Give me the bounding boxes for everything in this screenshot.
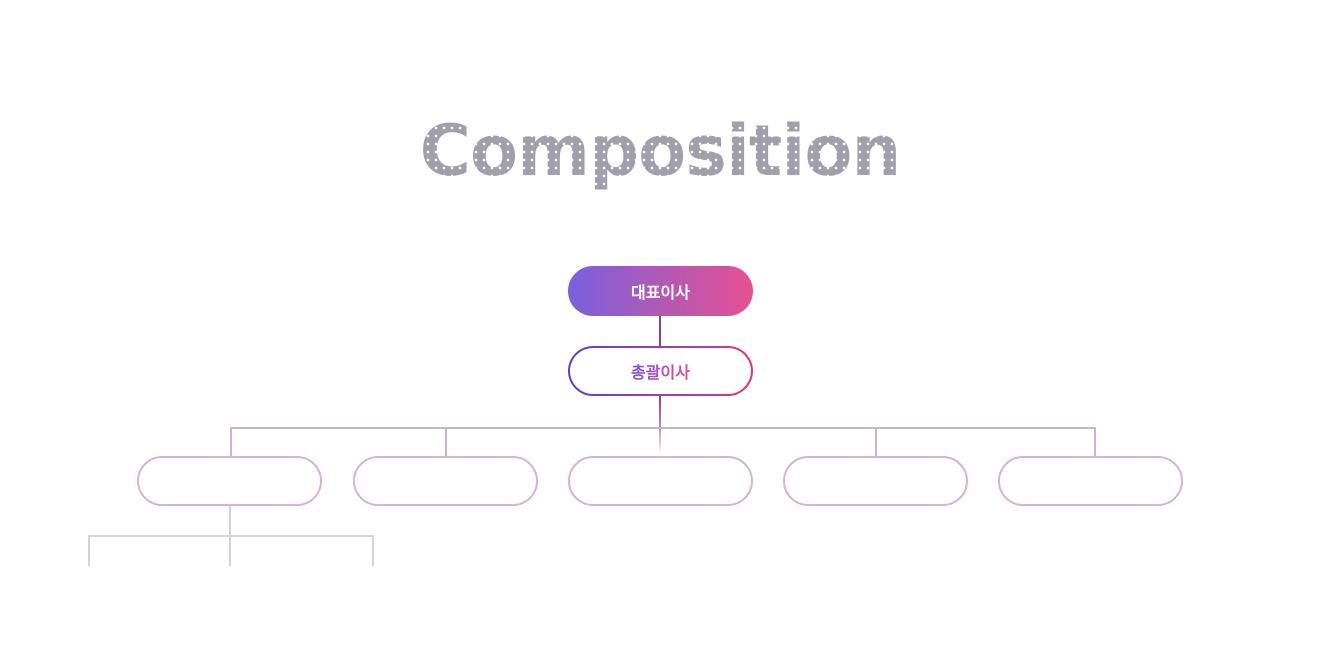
director-label: 총괄이사 <box>631 359 690 383</box>
department-node <box>783 456 968 506</box>
department-drop-line <box>1094 427 1096 456</box>
department-node <box>353 456 538 506</box>
department-drop-line <box>445 427 447 456</box>
sub-team-branch-line <box>88 535 374 537</box>
page-title: Composition <box>0 108 1320 194</box>
ceo-label: 대표이사 <box>631 283 690 302</box>
department-branch-line <box>230 427 1096 429</box>
department-drop-line <box>875 427 877 456</box>
department-node <box>998 456 1183 506</box>
director-node: 총괄이사 <box>568 346 753 396</box>
sub-team-drop-line <box>88 535 90 566</box>
ceo-node: 대표이사 <box>568 266 753 316</box>
ceo-connector <box>659 316 661 346</box>
sub-team-drop-line <box>372 535 374 566</box>
director-connector <box>659 396 661 454</box>
department-node <box>568 456 753 506</box>
department-drop-line <box>230 427 232 456</box>
department-node <box>137 456 322 506</box>
